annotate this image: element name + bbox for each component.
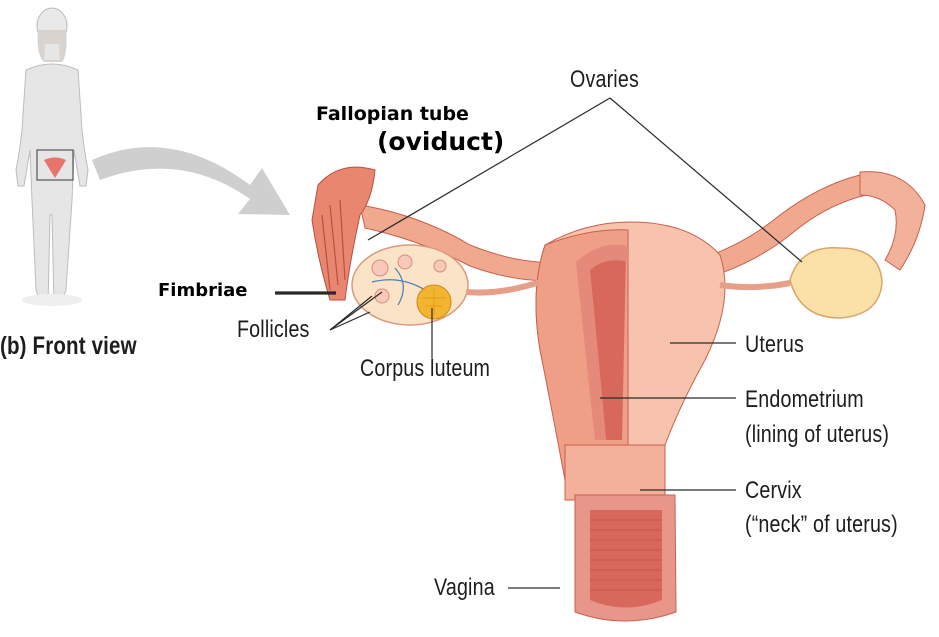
ovaries-label: Ovaries xyxy=(570,66,639,93)
endometrium-note: (lining of uterus) xyxy=(745,421,890,448)
focus-box xyxy=(36,149,74,181)
vagina-label: Vagina xyxy=(434,574,495,601)
uterus-illustration xyxy=(311,166,926,622)
cervix-label: Cervix xyxy=(745,477,802,504)
front-view-label: (b) Front view xyxy=(0,332,137,360)
endometrium-label: Endometrium xyxy=(745,386,864,413)
pointer-arrow xyxy=(92,147,290,215)
body-silhouette xyxy=(15,7,89,306)
uterus-label: Uterus xyxy=(745,331,804,358)
corpus-luteum-label: Corpus luteum xyxy=(360,355,491,382)
fallopian-tube-label: Fallopian tube xyxy=(316,103,469,125)
fimbriae-label: Fimbriae xyxy=(158,280,248,301)
oviduct-label: (oviduct) xyxy=(377,127,505,156)
leader-lines xyxy=(275,97,803,589)
cervix-note: (“neck” of uterus) xyxy=(745,511,898,538)
follicles-label: Follicles xyxy=(237,316,310,343)
